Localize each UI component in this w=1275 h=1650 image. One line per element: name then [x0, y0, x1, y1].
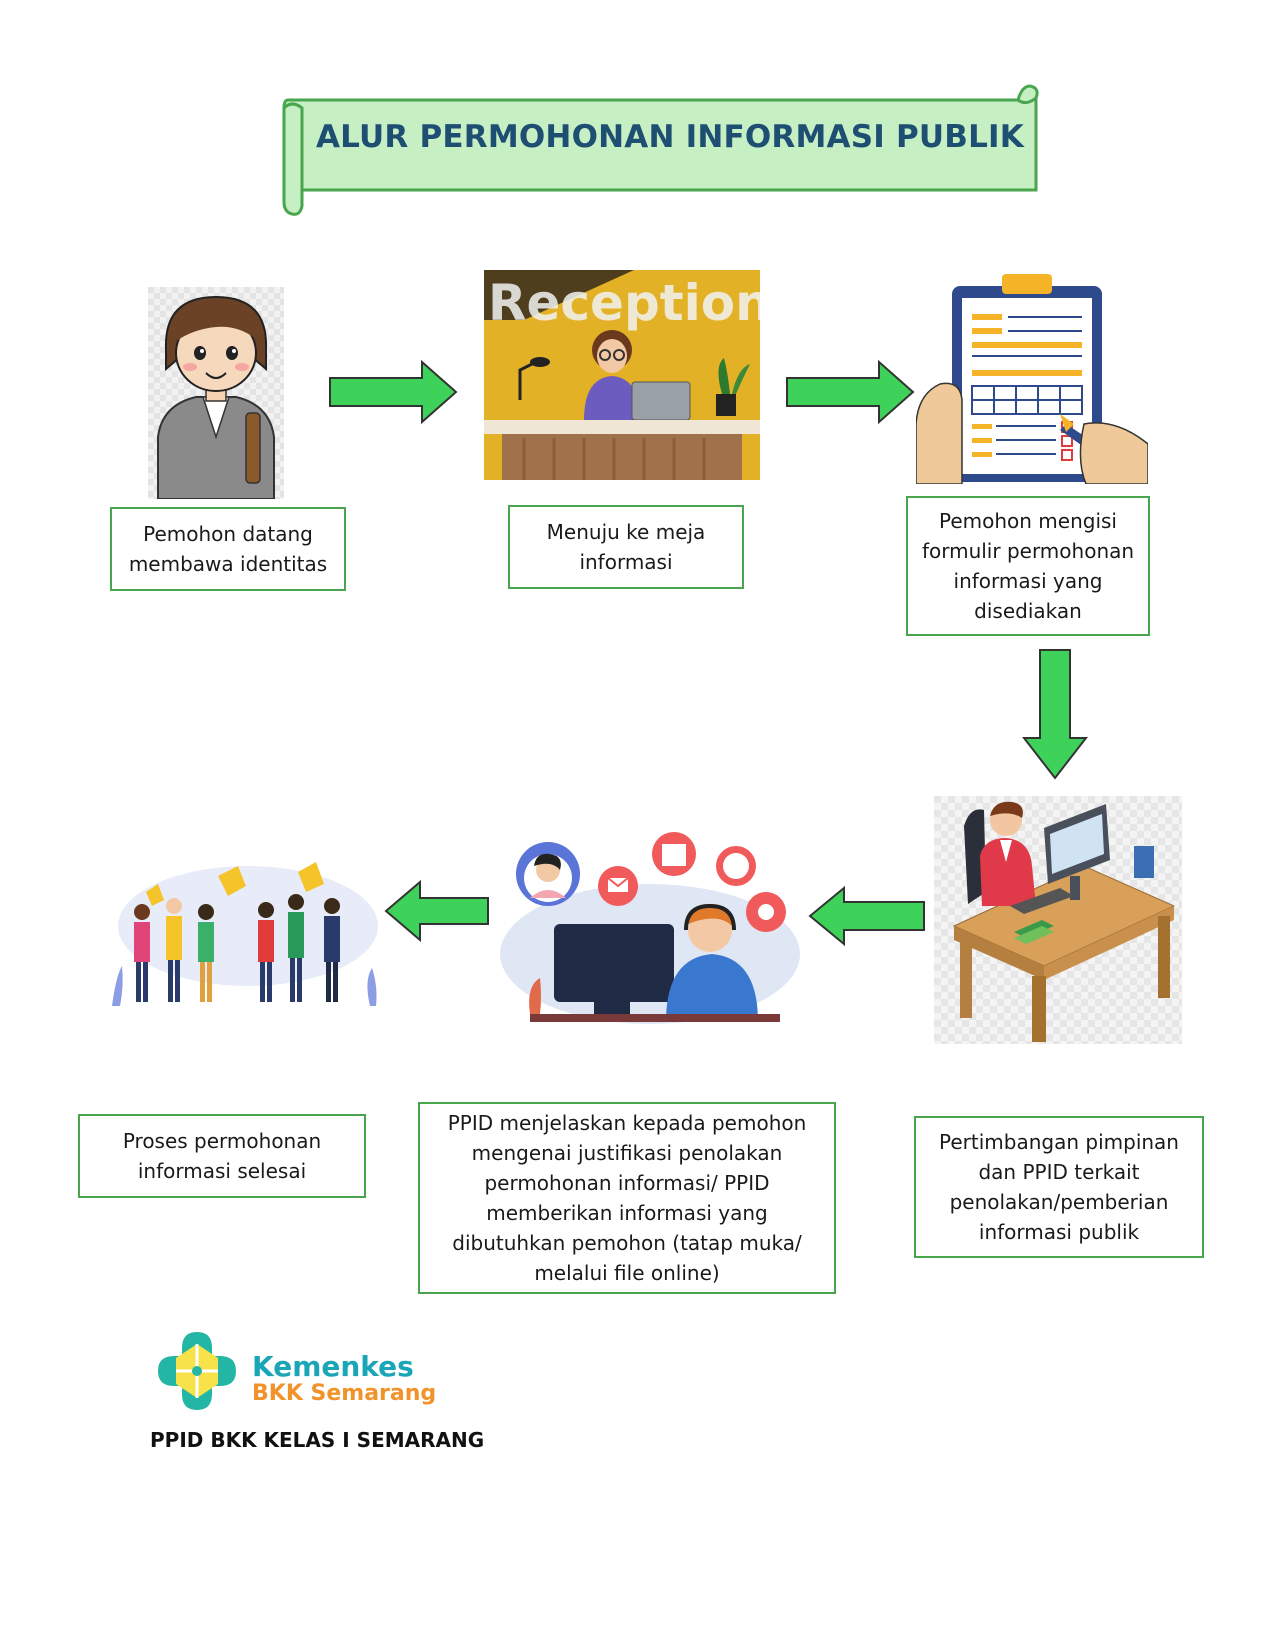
reception-desk-icon: Reception: [484, 270, 760, 480]
step-4-box: Pertimbangan pimpinan dan PPID terkait p…: [914, 1116, 1204, 1258]
arrow-left-icon: [384, 880, 489, 942]
step-2-box: Menuju ke meja informasi: [508, 505, 744, 589]
step-5-box: PPID menjelaskan kepada pemohon mengenai…: [418, 1102, 836, 1294]
arrow-right-icon: [329, 360, 458, 424]
celebrating-people-icon: [102, 856, 388, 1012]
step-4-text: Pertimbangan pimpinan dan PPID terkait p…: [939, 1130, 1179, 1244]
clipboard-form-icon: [916, 274, 1148, 484]
title-banner: [282, 84, 1039, 216]
arrow-left-icon: [808, 886, 925, 946]
step-5-text: PPID menjelaskan kepada pemohon mengenai…: [447, 1111, 807, 1285]
step-6-text: Proses permohonan informasi selesai: [122, 1129, 322, 1183]
logo-sub-text: BKK Semarang: [252, 1381, 437, 1406]
logo-brand-text: Kemenkes: [252, 1350, 414, 1383]
arrow-right-icon: [786, 360, 915, 424]
footer-label: PPID BKK KELAS I SEMARANG: [150, 1428, 485, 1452]
customer-service-icon: [490, 826, 800, 1026]
kemenkes-logo-icon: [158, 1332, 236, 1410]
step-6-box: Proses permohonan informasi selesai: [78, 1114, 366, 1198]
step-3-box: Pemohon mengisi formulir permohonan info…: [906, 496, 1150, 636]
office-worker-desk-icon: [934, 796, 1182, 1044]
reception-sign-text: Reception: [488, 274, 760, 332]
step-2-text: Menuju ke meja informasi: [546, 520, 706, 574]
step-1-text: Pemohon datang membawa identitas: [128, 522, 328, 576]
applicant-woman-icon: [148, 287, 284, 499]
arrow-down-icon: [1022, 649, 1088, 780]
page-title: ALUR PERMOHONAN INFORMASI PUBLIK: [315, 119, 1025, 155]
step-1-box: Pemohon datang membawa identitas: [110, 507, 346, 591]
step-3-text: Pemohon mengisi formulir permohonan info…: [921, 509, 1135, 623]
